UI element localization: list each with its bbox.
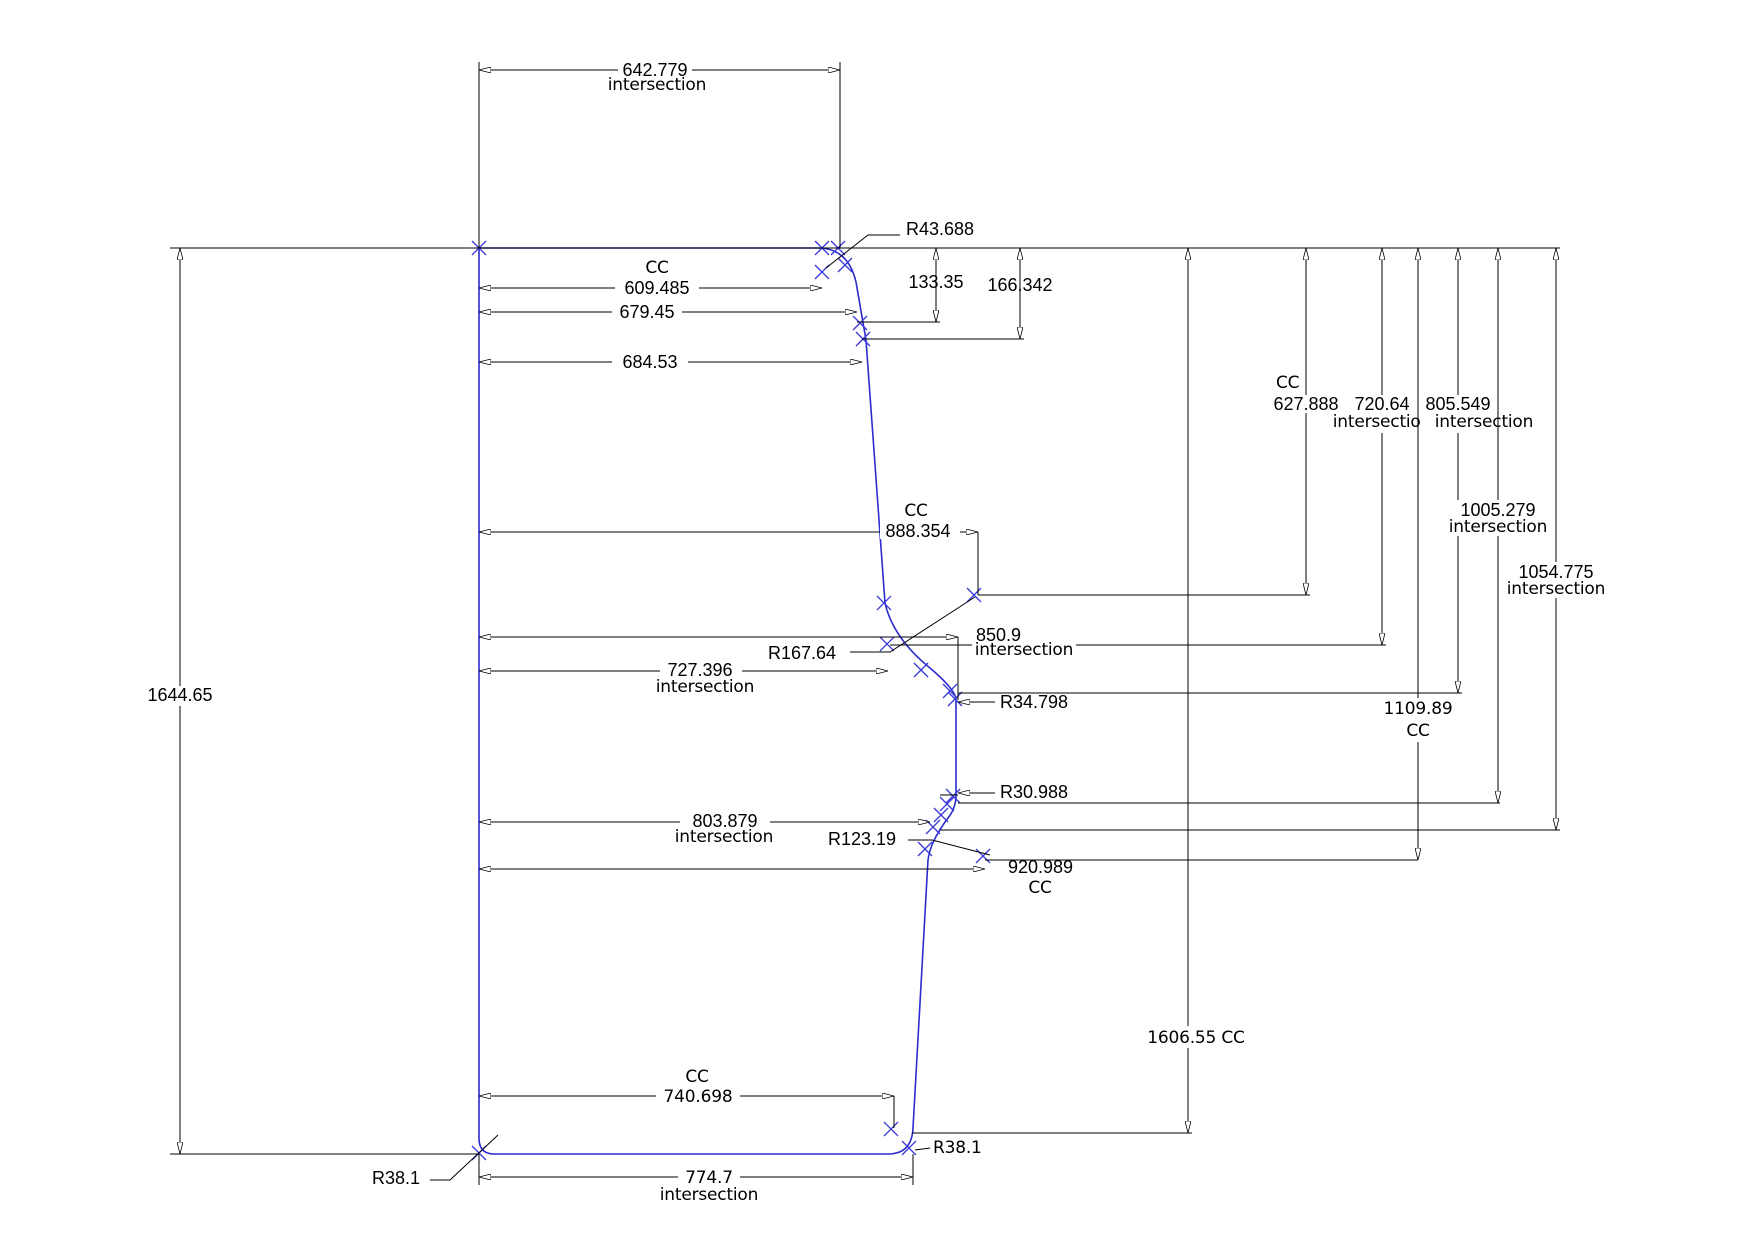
dim-166-value: 166.342 xyxy=(987,275,1052,295)
dim-1109-note: CC xyxy=(1406,721,1429,741)
vertex-marker xyxy=(883,1121,899,1137)
dim-679-value: 679.45 xyxy=(619,302,674,322)
dim-1005-note: intersection xyxy=(1449,517,1547,537)
dim-920-value: 920.989 xyxy=(1008,857,1073,877)
dim-cc-609-value: 609.485 xyxy=(624,278,689,298)
vertex-marker xyxy=(879,636,895,652)
dim-bottom-width-value: 774.7 xyxy=(685,1168,733,1188)
dim-r-30: R30.988 xyxy=(1000,782,1068,802)
dim-684-value: 684.53 xyxy=(622,352,677,372)
dim-627-note: CC xyxy=(1276,373,1299,393)
vertex-marker xyxy=(942,683,958,699)
vertex-markers xyxy=(471,240,991,1161)
vertex-marker xyxy=(837,257,853,273)
dimension-lines xyxy=(170,62,1560,1185)
dim-727-value: 727.396 xyxy=(667,660,732,680)
vertex-marker xyxy=(913,662,929,678)
vertex-marker xyxy=(876,595,892,611)
dim-803-value: 803.879 xyxy=(692,811,757,831)
dim-888-note: CC xyxy=(904,501,927,521)
dim-1054-note: intersection xyxy=(1507,579,1605,599)
dim-r-34: R34.798 xyxy=(1000,692,1068,712)
dim-133-value: 133.35 xyxy=(908,272,963,292)
dim-1606-value: 1606.55 CC xyxy=(1147,1028,1244,1048)
dim-1109-value: 1109.89 xyxy=(1384,699,1453,719)
dim-bottom-width-note: intersection xyxy=(660,1185,758,1205)
dimension-labels: 642.779 intersection R43.688 CC 609.485 … xyxy=(140,58,1605,1205)
dim-r-bottom-right: R38.1 xyxy=(933,1138,982,1158)
dim-627-value: 627.888 xyxy=(1273,394,1338,414)
dim-850-note: intersection xyxy=(975,640,1073,660)
dim-720-note: intersection xyxy=(1333,412,1431,432)
vertex-marker xyxy=(933,807,949,823)
part-profile xyxy=(478,247,957,1155)
vertex-marker xyxy=(852,315,868,331)
dim-805-value: 805.549 xyxy=(1425,394,1490,414)
vertex-marker xyxy=(901,1140,917,1156)
dim-1054-value: 1054.775 xyxy=(1518,562,1593,582)
vertex-marker xyxy=(975,848,991,864)
dim-r-123: R123.19 xyxy=(828,829,896,849)
dim-727-note: intersection xyxy=(656,677,754,697)
vertex-marker xyxy=(917,841,933,857)
dim-top-width-note: intersection xyxy=(608,75,706,95)
dim-1005-value: 1005.279 xyxy=(1460,500,1535,520)
dim-740-value: 740.698 xyxy=(664,1087,733,1107)
dim-top-width-value: 642.779 xyxy=(622,60,687,80)
dim-920-note: CC xyxy=(1028,878,1051,898)
dim-r-bottom-left: R38.1 xyxy=(372,1168,420,1188)
dim-r-167: R167.64 xyxy=(768,643,836,663)
dim-805-note: intersection xyxy=(1435,412,1533,432)
vertex-marker xyxy=(939,796,955,812)
dim-850-value: 850.9 xyxy=(976,625,1021,645)
dim-888-value: 888.354 xyxy=(885,521,950,541)
vertex-marker xyxy=(945,788,961,804)
profile-outline xyxy=(478,247,957,1155)
dim-cc-609-note: CC xyxy=(645,258,668,278)
dim-720-value: 720.64 xyxy=(1354,394,1409,414)
dim-740-note: CC xyxy=(685,1067,708,1087)
dim-r-top: R43.688 xyxy=(906,219,974,239)
dim-total-height: 1644.65 xyxy=(147,685,212,705)
dim-803-note: intersection xyxy=(675,827,773,847)
vertex-marker xyxy=(966,587,982,603)
